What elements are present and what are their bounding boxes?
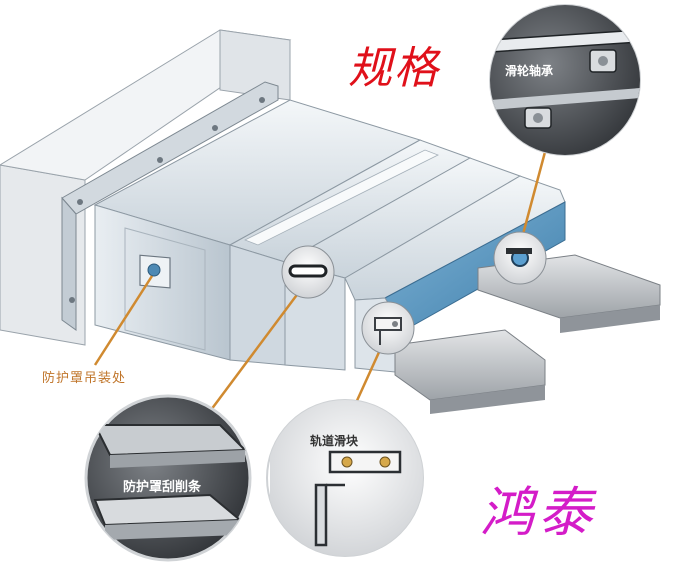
zoom-circle-pulley-small [493, 231, 547, 285]
detail-circle-pulley [489, 4, 641, 156]
callout-label-wiper-strip: 防护罩刮削条 [123, 480, 202, 495]
zoom-circle-wiper-small [281, 245, 335, 299]
callout-lines [93, 151, 547, 419]
cover-section-1 [93, 99, 422, 361]
detail-circle-wiper [84, 394, 252, 562]
zoom-circle-slider-small [361, 301, 415, 355]
callout-label-hanging-point: 防护罩吊装处 [42, 371, 127, 386]
cover-section-2 [228, 139, 472, 366]
callout-label-rail-slider: 轨道滑块 [310, 434, 359, 448]
brand-text: 鸿泰 [480, 481, 596, 544]
guide-rails [394, 254, 661, 414]
title-text: 规格 [348, 43, 440, 94]
machine-wall [0, 29, 292, 346]
callout-label-pulley-bearing: 滑轮轴承 [505, 64, 554, 78]
detail-circle-slider [266, 399, 424, 557]
